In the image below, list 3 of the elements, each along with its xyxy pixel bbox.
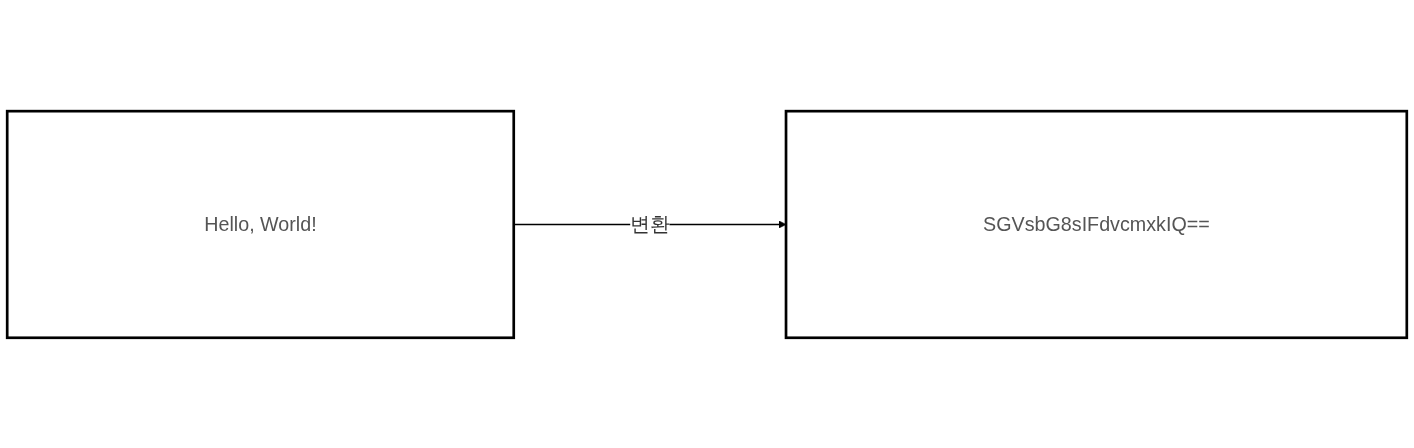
node-box: SGVsbG8sIFdvcmxkIQ== [784,109,1409,339]
edge-label: 변환 [630,212,670,236]
node-box: Hello, World! [5,109,516,339]
